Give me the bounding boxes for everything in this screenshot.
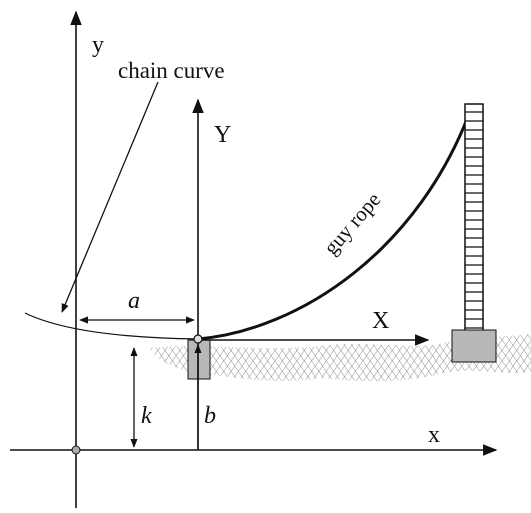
guy-rope [197, 105, 474, 341]
X-axis-label: X [372, 308, 389, 334]
guy-rope-label: guy rope [319, 188, 386, 260]
rope-anchor-point [193, 334, 203, 344]
ground-hatching [150, 334, 531, 382]
mast-foundation [451, 329, 497, 363]
y-axis-label: y [92, 32, 104, 58]
Y-axis-label: Y [214, 122, 231, 148]
ladder-mast [464, 103, 484, 333]
x-axis-label: x [428, 422, 440, 448]
chain-curve-pointer [61, 81, 159, 313]
chain-curve-label: chain curve [118, 58, 225, 83]
dimension-a-label: a [128, 288, 140, 314]
origin-point [71, 445, 81, 455]
dimension-k-label: k [141, 403, 152, 429]
chain-curve [24, 312, 199, 340]
dimension-b-label: b [204, 403, 216, 429]
anchor-block [187, 339, 211, 380]
